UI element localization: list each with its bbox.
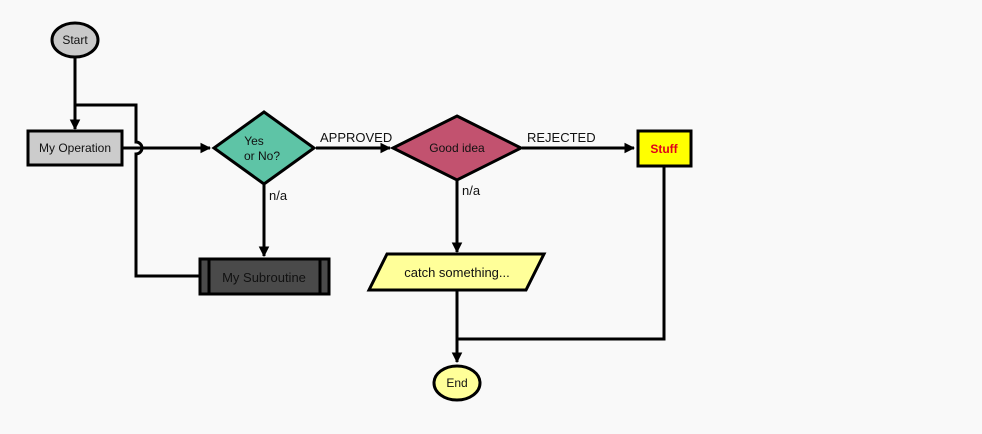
subroutine-label: My Subroutine: [222, 270, 306, 285]
node-stuff[interactable]: Stuff: [636, 129, 693, 168]
decision-yes-no-shape: [211, 110, 317, 186]
subroutine-shape: [198, 257, 331, 296]
catch-io-shape: [366, 252, 547, 292]
catch-label: catch something...: [404, 265, 510, 280]
node-my-operation[interactable]: My Operation: [26, 129, 124, 167]
node-start[interactable]: Start: [50, 21, 100, 59]
node-catch-something[interactable]: catch something...: [366, 252, 547, 292]
decision-yes-no-label-line1: Yes: [244, 134, 264, 148]
decision-yes-no-label-line2: or No?: [244, 149, 280, 163]
decision-good-idea-shape: [389, 114, 525, 182]
decision-good-idea-label: Good idea: [429, 141, 485, 155]
end-terminator-shape: [432, 364, 482, 402]
operation-process-shape: [26, 129, 124, 167]
edge-stuff-to-end: [457, 167, 666, 341]
edge-label-na-yesno: n/a: [269, 188, 288, 203]
edge-label-rejected: REJECTED: [527, 130, 596, 145]
operation-label: My Operation: [39, 141, 111, 155]
node-end[interactable]: End: [432, 364, 482, 402]
stuff-label: Stuff: [650, 142, 678, 156]
node-decision-yes-no[interactable]: Yes or No?: [211, 110, 317, 186]
node-decision-good-idea[interactable]: Good idea: [389, 114, 525, 182]
start-label: Start: [62, 33, 88, 47]
edge-label-na-goodidea: n/a: [462, 183, 481, 198]
stuff-process-shape: [636, 129, 693, 168]
node-my-subroutine[interactable]: My Subroutine: [198, 257, 331, 296]
start-terminator-shape: [50, 21, 100, 59]
end-label: End: [446, 376, 467, 390]
edge-label-approved: APPROVED: [320, 130, 392, 145]
